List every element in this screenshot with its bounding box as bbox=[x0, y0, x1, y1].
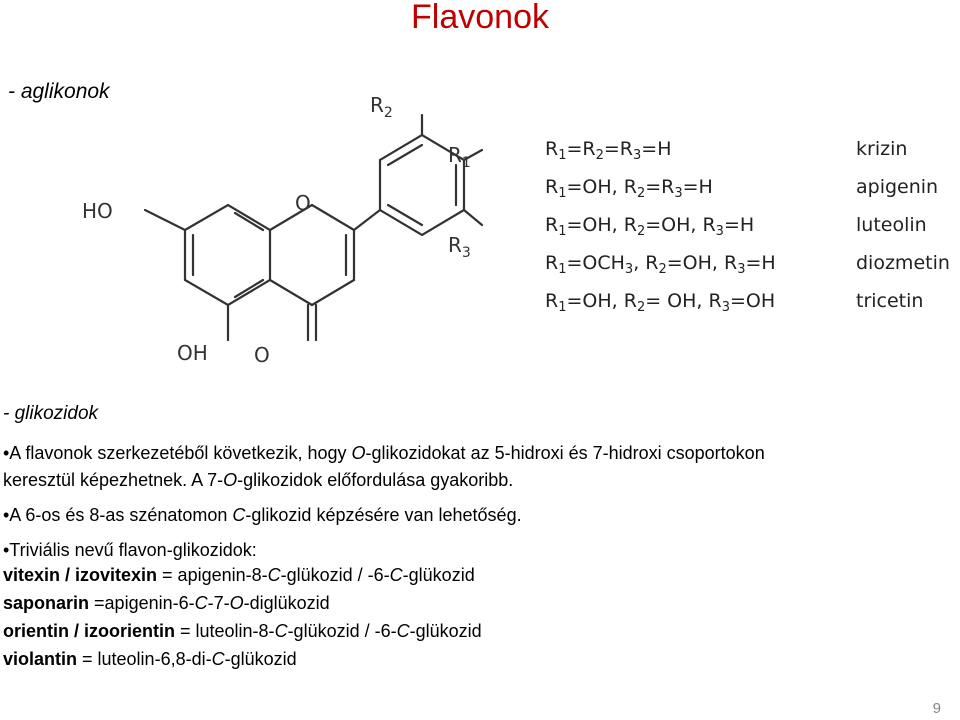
r2-label: R2 bbox=[370, 93, 393, 121]
flavone-name: apigenin bbox=[856, 176, 939, 198]
section-glikozidok: - glikozidok bbox=[3, 403, 99, 424]
paragraph-2: •A 6-os és 8-as szénatomon C-glikozid ké… bbox=[3, 505, 522, 525]
glycoside-name: orientin / izoorientin bbox=[3, 621, 175, 641]
substituent-formula: R1=R2=R3=H bbox=[545, 138, 672, 163]
glycoside-text: = apigenin-8- bbox=[157, 565, 268, 585]
substituent-formula: R1=OH, R2=OH, R3=H bbox=[545, 214, 755, 239]
section-aglikonok: - aglikonok bbox=[8, 80, 110, 103]
glycoside-text: = luteolin-6,8-di- bbox=[77, 649, 212, 669]
page-number: 9 bbox=[932, 700, 941, 717]
r3-label: R3 bbox=[448, 233, 471, 261]
ho-label: HO bbox=[82, 199, 113, 223]
glycoside-text: C bbox=[396, 621, 410, 641]
page-title: Flavonok bbox=[411, 0, 549, 36]
flavone-name: luteolin bbox=[856, 214, 927, 236]
glycoside-text: -diglükozid bbox=[243, 593, 330, 613]
glycoside-name: vitexin / izovitexin bbox=[3, 565, 158, 585]
glycoside-line: vitexin / izovitexin = apigenin-8-C-glük… bbox=[3, 563, 475, 587]
substituent-formula: R1=OCH3, R2=OH, R3=H bbox=[545, 252, 776, 277]
glycoside-line: orientin / izoorientin = luteolin-8-C-gl… bbox=[3, 619, 482, 643]
glycoside-text: C bbox=[194, 593, 208, 613]
paragraph-1: •A flavonok szerkezetéből következik, ho… bbox=[3, 443, 765, 463]
glycoside-text: -7- bbox=[207, 593, 230, 613]
glycoside-text: C bbox=[267, 565, 281, 585]
glycoside-text: -glükozid bbox=[224, 649, 297, 669]
flavone-name: tricetin bbox=[856, 290, 924, 312]
flavone-structure: HO O OH O R2 R1 R3 bbox=[82, 93, 484, 367]
glycoside-text: C bbox=[274, 621, 288, 641]
glycoside-text: -glükozid / -6- bbox=[287, 621, 397, 641]
glycoside-text: O bbox=[229, 593, 244, 613]
glycoside-text: =apigenin-6- bbox=[89, 593, 195, 613]
glycoside-text: -glükozid bbox=[409, 621, 482, 641]
paragraph-3: •Triviális nevű flavon-glikozidok: bbox=[3, 540, 257, 560]
glycoside-text: C bbox=[389, 565, 403, 585]
glycoside-name: violantin bbox=[3, 649, 78, 669]
r1-label: R1 bbox=[448, 143, 471, 171]
glycoside-text: C bbox=[211, 649, 225, 669]
flavone-name: krizin bbox=[856, 138, 908, 160]
glycoside-text: -glükozid bbox=[402, 565, 475, 585]
glycoside-text: -glükozid / -6- bbox=[280, 565, 390, 585]
glycoside-line: saponarin =apigenin-6-C-7-O-diglükozid bbox=[3, 591, 330, 615]
paragraph-1-cont: keresztül képezhetnek. A 7-O-glikozidok … bbox=[3, 470, 514, 490]
substituent-formula: R1=OH, R2= OH, R3=OH bbox=[545, 290, 776, 315]
flavone-name: diozmetin bbox=[856, 252, 950, 274]
glycoside-name: saponarin bbox=[3, 593, 90, 613]
keto-oxygen-label: O bbox=[254, 343, 270, 367]
oh-label: OH bbox=[177, 341, 208, 365]
substituent-formula: R1=OH, R2=R3=H bbox=[545, 176, 713, 201]
glycoside-line: violantin = luteolin-6,8-di-C-glükozid bbox=[3, 647, 297, 671]
glycoside-text: = luteolin-8- bbox=[175, 621, 275, 641]
ring-oxygen-label: O bbox=[295, 191, 311, 215]
